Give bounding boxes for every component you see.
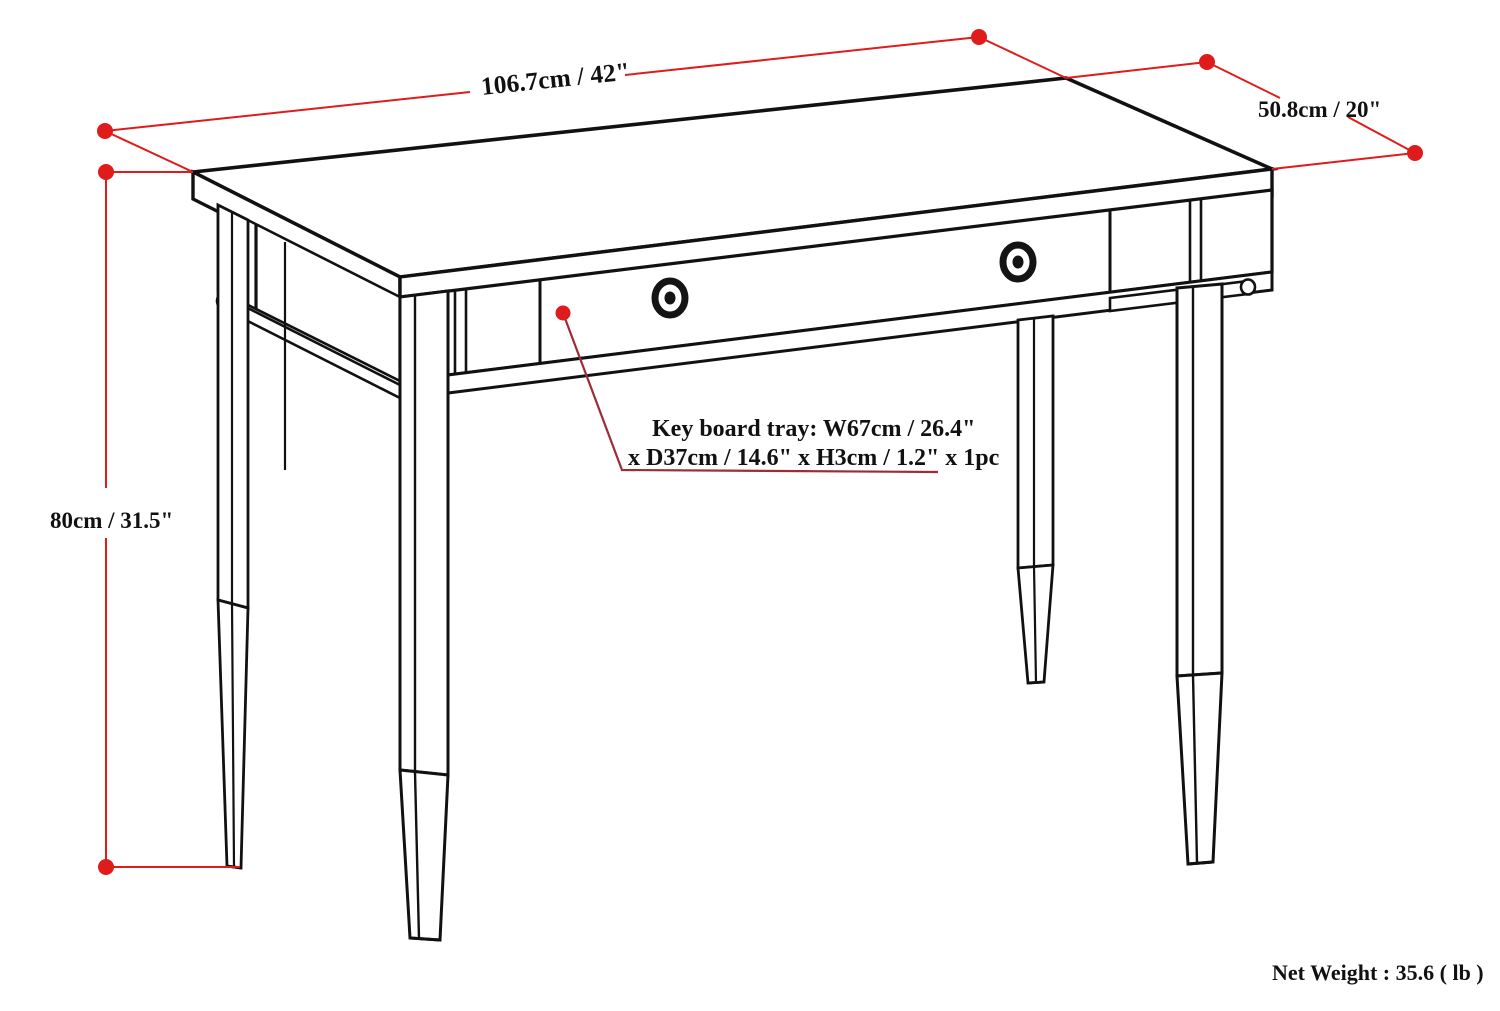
leg-back-right-foot [1027,680,1045,685]
leg-front-right-foot [1187,860,1214,866]
depth-dimension: 50.8cm / 20" [1065,54,1423,170]
callout-line-1: Key board tray: W67cm / 26.4" [652,416,976,442]
depth-dim-line-upper [1206,61,1281,99]
width-extension-left [104,130,194,173]
width-dim-line-right [624,36,980,76]
leg-front-right-taper-center [1191,674,1199,864]
depth-dim-endpoint-lower [1407,145,1423,161]
leg-back-left [216,202,250,870]
width-extension-right [978,36,1067,79]
height-dimension: 80cm / 31.5" [50,164,240,875]
width-dim-endpoint-left [97,123,113,139]
callout-line-2: x D37cm / 14.6" x H3cm / 1.2" x 1pc [628,445,1000,471]
height-dimension-label: 80cm / 31.5" [50,508,173,533]
depth-dim-line-lower [1347,116,1416,154]
leg-front-left-foot [409,936,441,942]
right-stretcher-rail-cap [1239,278,1257,296]
leg-front-right-taper [1175,671,1224,866]
leg-front-left-shaft [398,289,450,777]
depth-dimension-label: 50.8cm / 20" [1258,97,1381,122]
leg-front-right [1175,282,1224,866]
drawer-hardware-group [651,241,1037,319]
leg-back-right [1016,314,1055,685]
depth-extension-upper [1065,61,1208,79]
leg-front-left [398,289,450,942]
leg-front-right-shaft [1175,282,1224,678]
leg-front-left-taper [398,768,450,942]
desk-illustration [186,76,1279,942]
leg-front-left-taper-center [413,771,421,940]
drawer-knob-right[interactable] [999,241,1037,283]
leg-back-right-taper-center [1032,565,1038,684]
depth-dim-endpoint-upper [1199,54,1215,70]
drawer-knob-left[interactable] [651,277,689,319]
leg-back-left-taper-center [230,603,236,868]
keyboard-tray-callout: Key board tray: W67cm / 26.4" x D37cm / … [555,305,1000,474]
width-dim-endpoint-right [971,29,987,45]
height-dim-endpoint-top [98,164,114,180]
net-weight-label: Net Weight : 35.6 ( lb ) [1272,960,1484,985]
width-dim-line-left [104,91,471,132]
width-dimension-label: 106.7cm / 42" [480,57,632,101]
callout-anchor-dot [555,305,571,321]
callout-leader-line [561,312,939,474]
leg-back-right-shaft [1016,314,1055,570]
height-dim-endpoint-bottom [98,859,114,875]
depth-extension-lower [1271,152,1416,170]
